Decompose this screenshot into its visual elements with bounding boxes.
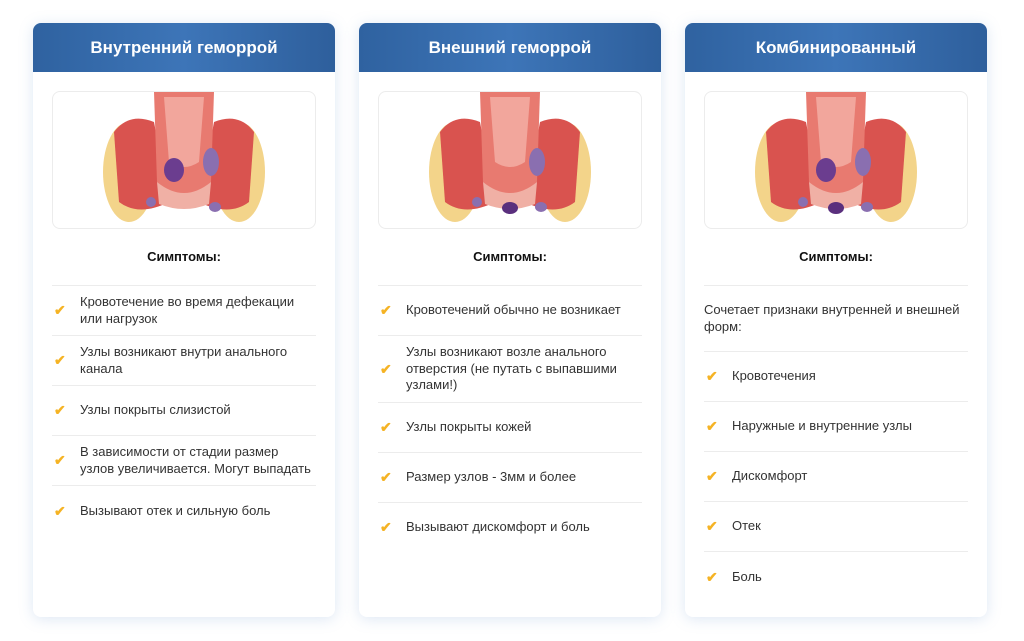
card-title: Комбинированный xyxy=(685,23,987,72)
list-item: ✔ В зависимости от стадии размер узлов ув… xyxy=(52,436,316,486)
list-item-text: В зависимости от стадии размер узлов уве… xyxy=(80,444,311,476)
list-item-text: Узлы возникают возле анального отверстия… xyxy=(406,344,617,392)
list-item-text: Кровотечение во время дефекации или нагр… xyxy=(80,294,295,326)
internal-hemorrhoid-illustration xyxy=(52,91,316,229)
list-item: ✔ Боль xyxy=(704,552,968,602)
symptoms-heading: Симптомы: xyxy=(473,249,547,264)
list-item: ✔ Кровотечения xyxy=(704,352,968,402)
list-item: ✔ Отек xyxy=(704,502,968,552)
list-item-text: Вызывают отек и сильную боль xyxy=(80,502,271,518)
check-icon: ✔ xyxy=(54,402,66,419)
card-title: Внешний геморрой xyxy=(359,23,661,72)
check-icon: ✔ xyxy=(380,302,392,319)
list-item-text: Дискомфорт xyxy=(732,468,808,484)
check-icon: ✔ xyxy=(380,468,392,485)
list-item-text: Узлы возникают внутри анального канала xyxy=(80,344,288,376)
list-item: ✔ Дискомфорт xyxy=(704,452,968,502)
combined-hemorrhoid-illustration xyxy=(704,91,968,229)
list-item: ✔ Узлы возникают возле анального отверсти… xyxy=(378,336,642,403)
list-item-text: Кровотечений обычно не возникает xyxy=(406,302,621,318)
list-item: ✔ Вызывают дискомфорт и боль xyxy=(378,503,642,553)
symptoms-heading: Симптомы: xyxy=(799,249,873,264)
list-item: ✔ Кровотечение во время дефекации или наг… xyxy=(52,286,316,336)
list-item: ✔ Узлы покрыты кожей xyxy=(378,403,642,453)
check-icon: ✔ xyxy=(54,502,66,519)
list-item-text: Узлы покрыты кожей xyxy=(406,418,532,434)
list-item: ✔ Узлы возникают внутри анального канала xyxy=(52,336,316,386)
check-icon: ✔ xyxy=(380,418,392,435)
symptoms-list: Сочетает признаки внутренней и внешней ф… xyxy=(704,285,968,602)
list-item-text: Вызывают дискомфорт и боль xyxy=(406,519,590,535)
list-item-text: Кровотечения xyxy=(732,368,816,384)
symptoms-list: ✔ Кровотечение во время дефекации или наг… xyxy=(52,285,316,536)
list-item-text: Размер узлов - 3мм и более xyxy=(406,468,577,484)
check-icon: ✔ xyxy=(54,352,66,369)
list-item: ✔ Размер узлов - 3мм и более xyxy=(378,453,642,503)
intro-text: Сочетает признаки внутренней и внешней ф… xyxy=(704,286,968,352)
card-combined-hemorrhoid: Комбинированный Симптомы: Сочетает призн… xyxy=(685,23,987,617)
card-title: Внутренний геморрой xyxy=(33,23,335,72)
list-item-text: Отек xyxy=(732,518,761,534)
list-item: ✔ Кровотечений обычно не возникает xyxy=(378,286,642,336)
symptoms-list: ✔ Кровотечений обычно не возникает ✔ Узлы в… xyxy=(378,285,642,553)
list-item-text: Наружные и внутренние узлы xyxy=(732,418,912,434)
list-item: ✔ Узлы покрыты слизистой xyxy=(52,386,316,436)
external-hemorrhoid-illustration xyxy=(378,91,642,229)
list-item: ✔ Наружные и внутренние узлы xyxy=(704,402,968,452)
card-external-hemorrhoid: Внешний геморрой Симптомы: ✔ Кровотечений… xyxy=(359,23,661,617)
list-item-text: Боль xyxy=(732,568,762,584)
check-icon: ✔ xyxy=(706,468,718,485)
card-internal-hemorrhoid: Внутренний геморрой Симптомы: ✔ Кровотече… xyxy=(33,23,335,617)
check-icon: ✔ xyxy=(706,518,718,535)
symptoms-heading: Симптомы: xyxy=(147,249,221,264)
check-icon: ✔ xyxy=(706,418,718,435)
check-icon: ✔ xyxy=(380,519,392,536)
check-icon: ✔ xyxy=(706,368,718,385)
check-icon: ✔ xyxy=(54,302,66,319)
list-item-text: Узлы покрыты слизистой xyxy=(80,402,231,418)
list-item: ✔ Вызывают отек и сильную боль xyxy=(52,486,316,536)
check-icon: ✔ xyxy=(380,360,392,377)
check-icon: ✔ xyxy=(706,568,718,585)
check-icon: ✔ xyxy=(54,452,66,469)
